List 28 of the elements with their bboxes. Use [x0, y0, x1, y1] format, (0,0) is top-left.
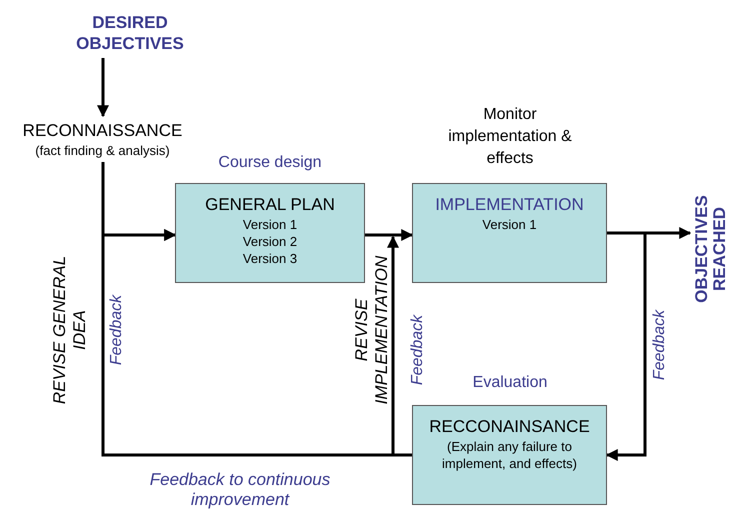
process-box	[412, 405, 607, 505]
node-text: Version 1	[242, 216, 298, 233]
arrow	[606, 233, 646, 461]
node-title: RECONNAISSANCE	[22, 120, 184, 142]
edge-label: Feedback	[408, 314, 427, 388]
node-title: DESIRED OBJECTIVES	[75, 12, 185, 54]
node-title: IMPLEMENTATION	[434, 194, 585, 216]
stage-label: Course design	[217, 153, 323, 173]
arrow	[607, 227, 692, 239]
node-text: Version 2	[242, 233, 298, 250]
node-text: Version 3	[242, 250, 298, 267]
edge-label: Feedback	[650, 308, 669, 382]
node-text: (fact finding & analysis)	[34, 142, 171, 159]
edge-label: Feedback	[107, 294, 126, 368]
end-text: OBJECTIVES REACHED	[693, 194, 729, 304]
node-text: Version 1	[481, 216, 538, 233]
process-box	[175, 183, 365, 283]
node-title: RECCONAINSANCE	[428, 416, 591, 438]
side-label: REVISE IMPLEMENTATION	[352, 254, 392, 406]
arrow	[365, 229, 414, 241]
caption-text: Feedback to continuous improvement	[148, 470, 332, 510]
side-label: REVISE GENERAL IDEA	[50, 254, 90, 406]
node-title: GENERAL PLAN	[204, 194, 336, 216]
arrow	[387, 236, 412, 456]
process-box	[412, 183, 607, 283]
node-text: (Explain any failure to implement, and effects)	[441, 438, 578, 472]
stage-label: Monitor implementation & effects	[447, 105, 573, 169]
arrow	[97, 58, 109, 118]
